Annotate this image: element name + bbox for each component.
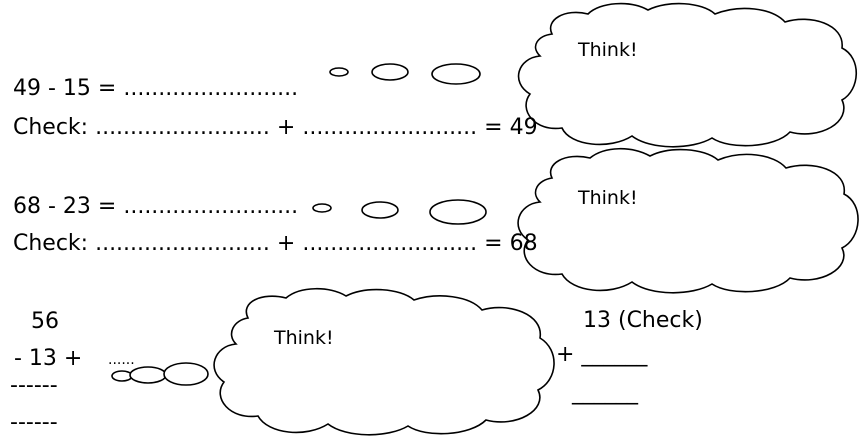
thought-bubble-3a (111, 370, 133, 382)
problem-3-check-rule: ______ (572, 380, 638, 405)
problem-3-dots: ...... (108, 352, 135, 368)
problem-3-rule-1: ------ (10, 373, 58, 398)
thought-bubble-2b (361, 201, 399, 219)
thought-cloud-3 (213, 287, 555, 436)
thought-bubble-2c (429, 199, 487, 225)
think-label-3: Think! (274, 327, 334, 349)
problem-3-minus-line: - 13 + (14, 346, 83, 371)
thought-bubble-3c (163, 362, 209, 386)
problem-2-equation: 68 - 23 = ......................... (13, 194, 299, 219)
thought-bubble-3b (129, 366, 167, 384)
thought-cloud-1 (517, 2, 857, 148)
thought-bubble-2a (312, 203, 332, 213)
thought-cloud-2 (517, 147, 859, 294)
thought-bubble-1a (329, 67, 349, 77)
problem-3-plus-line: + ______ (556, 342, 648, 367)
problem-3-check-number: 13 (Check) (583, 308, 703, 333)
problem-1-equation: 49 - 15 = ......................... (13, 76, 299, 101)
problem-2-check: Check: ......................... + .....… (13, 231, 538, 256)
thought-bubble-1b (371, 63, 409, 81)
think-label-1: Think! (578, 39, 638, 61)
problem-3-top-number: 56 (31, 309, 59, 334)
thought-bubble-1c (431, 63, 481, 85)
problem-1-check: Check: ......................... + .....… (13, 115, 538, 140)
problem-3-rule-2: ------ (10, 410, 58, 435)
think-label-2: Think! (578, 187, 638, 209)
